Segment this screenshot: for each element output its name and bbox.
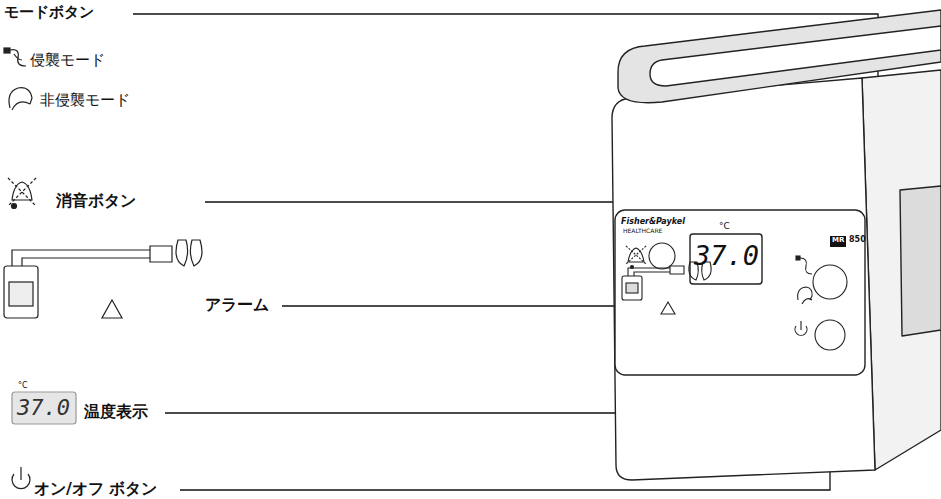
humidifier-housing: [612, 10, 941, 480]
temperature-display: [690, 234, 762, 284]
callout-label: モードボタン: [4, 4, 94, 21]
callout-label: 温度表示: [84, 403, 148, 421]
power-button: [795, 320, 845, 350]
model-number: 850: [849, 236, 866, 245]
brand-subtitle: HEALTHCARE: [623, 228, 662, 235]
mode-label: 侵襲モード: [30, 52, 105, 69]
display-digits: 37.0: [17, 396, 70, 420]
callout-label: 消音ボタン: [56, 192, 136, 210]
brand-logo: Fisher&Paykel: [621, 218, 685, 227]
mode-label: 非侵襲モード: [40, 92, 130, 109]
unit-label: °C: [18, 382, 28, 391]
callout-label: アラーム: [205, 296, 269, 314]
legend-icons: [4, 48, 202, 489]
silence-button: [626, 243, 675, 269]
mode-button: [796, 256, 847, 304]
model-badge: [830, 236, 846, 247]
unit-label: °C: [719, 222, 730, 232]
leader-line: [282, 301, 632, 306]
leader-line: [205, 202, 684, 256]
display-digits: 37.0: [694, 241, 759, 271]
model-badge-text: MR: [832, 237, 844, 245]
callout-label: オン/オフ ボタン: [34, 480, 157, 498]
